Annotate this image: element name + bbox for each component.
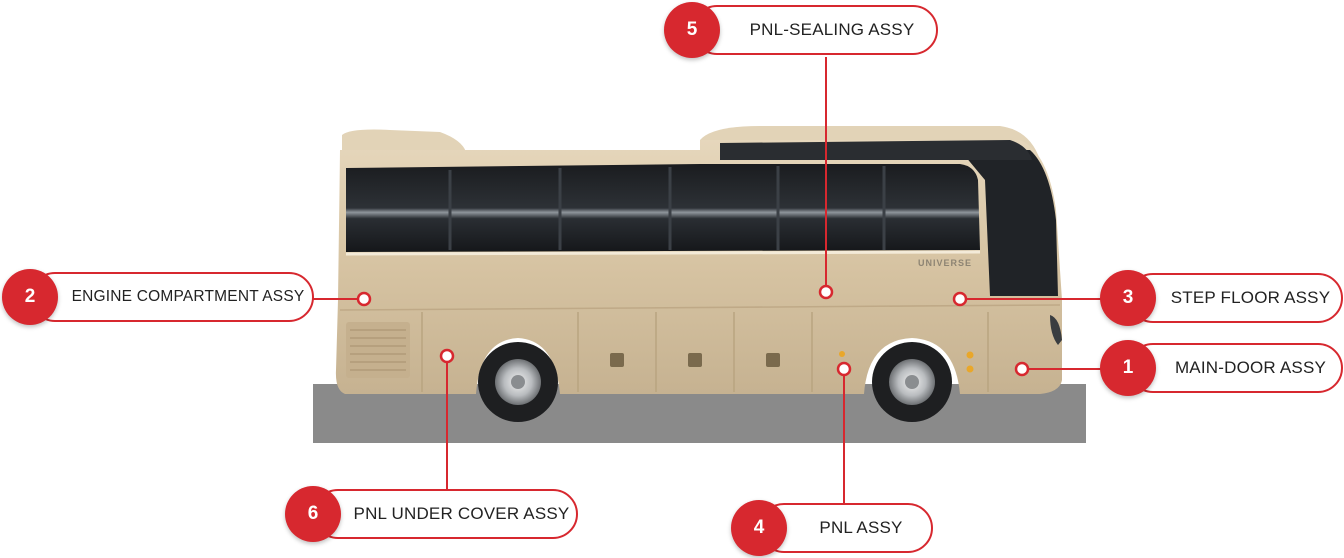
anchor-dot-1 — [1016, 363, 1028, 375]
callout-number-1: 1 — [1100, 340, 1156, 396]
callout-3[interactable]: STEP FLOOR ASSY 3 — [1100, 273, 1343, 325]
callout-1[interactable]: MAIN-DOOR ASSY 1 — [1100, 343, 1343, 395]
callout-number-4: 4 — [731, 500, 787, 556]
anchor-dot-2 — [358, 293, 370, 305]
callout-label-6: PNL UNDER COVER ASSY — [313, 489, 578, 539]
rear-roof-spoiler — [342, 130, 466, 152]
callout-label-1: MAIN-DOOR ASSY — [1128, 343, 1343, 393]
callout-label-2: ENGINE COMPARTMENT ASSY — [30, 272, 314, 322]
anchor-dot-3 — [954, 293, 966, 305]
callout-number-3: 3 — [1100, 270, 1156, 326]
callout-label-5: PNL-SEALING ASSY — [692, 5, 938, 55]
anchor-dot-5 — [820, 286, 832, 298]
callout-6[interactable]: PNL UNDER COVER ASSY 6 — [285, 489, 578, 541]
rear-wheel — [478, 342, 558, 422]
bus-model-badge: UNIVERSE — [918, 258, 972, 268]
callout-2[interactable]: ENGINE COMPARTMENT ASSY 2 — [2, 272, 314, 324]
anchor-dot-6 — [441, 350, 453, 362]
front-wheel — [872, 342, 952, 422]
callout-number-2: 2 — [2, 269, 58, 325]
callout-4[interactable]: PNL ASSY 4 — [731, 503, 933, 555]
callout-label-3: STEP FLOOR ASSY — [1128, 273, 1343, 323]
callout-5[interactable]: PNL-SEALING ASSY 5 — [664, 5, 938, 57]
callout-number-6: 6 — [285, 486, 341, 542]
anchor-dot-4 — [838, 363, 850, 375]
callout-number-5: 5 — [664, 2, 720, 58]
